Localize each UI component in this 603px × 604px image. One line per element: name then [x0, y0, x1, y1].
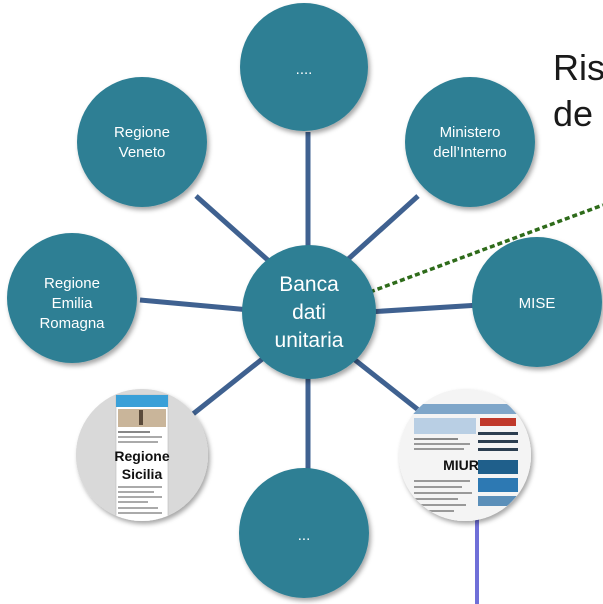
node-ministero-label-1: Ministero: [440, 124, 501, 141]
thumb-sicilia-label-1: Regione: [114, 448, 169, 464]
node-emilia-label-1: Regione: [44, 275, 100, 292]
center-label-3: unitaria: [275, 329, 344, 352]
connector-veneto: [194, 194, 272, 264]
node-top-label: ....: [296, 61, 313, 78]
node-mise: MISE: [472, 237, 602, 367]
center-node: Banca dati unitaria: [242, 245, 376, 379]
title-line-2: de: [553, 93, 594, 134]
node-veneto-label-2: Veneto: [119, 144, 166, 161]
node-veneto-label-1: Regione: [114, 124, 170, 141]
node-regione-emilia-romagna: Regione Emilia Romagna: [7, 233, 137, 363]
node-regione-veneto: Regione Veneto: [77, 77, 207, 207]
connector-sicilia: [186, 354, 268, 420]
node-top: ....: [240, 3, 368, 131]
sicilia-webpage-thumbnail: [76, 389, 208, 521]
node-bottom-label: ...: [298, 527, 311, 544]
thumbnail-miur: MIUR: [399, 389, 531, 521]
connector-miur: [348, 354, 428, 418]
dashed-link: [369, 203, 603, 294]
thumb-miur-label: MIUR: [443, 457, 479, 473]
node-bottom: ...: [239, 468, 369, 598]
miur-webpage-thumbnail: [399, 389, 531, 521]
title-line-1: Ris: [553, 47, 603, 88]
connector-mise: [367, 302, 481, 315]
node-mise-label: MISE: [519, 295, 556, 312]
node-emilia-label-3: Romagna: [39, 315, 105, 332]
center-label-1: Banca: [279, 273, 339, 296]
connector-ministero: [343, 194, 420, 264]
node-ministero-label-2: dell’Interno: [433, 144, 506, 161]
thumb-sicilia-label-2: Sicilia: [122, 466, 163, 482]
thumbnail-regione-sicilia: Regione Sicilia: [76, 389, 208, 521]
connector-emilia: [139, 297, 251, 313]
node-emilia-label-2: Emilia: [52, 295, 93, 312]
center-label-2: dati: [292, 301, 326, 324]
connectors: [139, 132, 481, 478]
node-ministero-interno: Ministero dell’Interno: [405, 77, 535, 207]
